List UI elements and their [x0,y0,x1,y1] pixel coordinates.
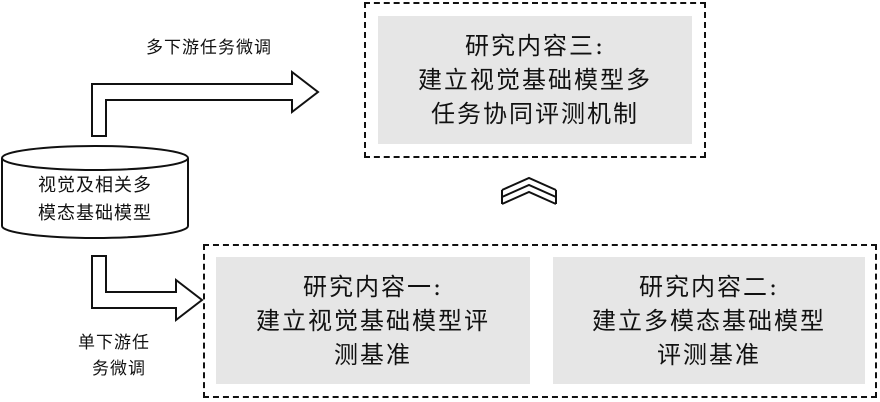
research1-title: 研究内容一: [302,272,444,301]
source-node-label: 视觉及相关多 模态基础模型 [0,172,190,228]
research3-box: 研究内容三: 建立视觉基础模型多 任务协同评测机制 [378,16,692,144]
research3-container [364,2,706,158]
bottom-arrow-label-line2: 务微调 [92,359,146,379]
research1-line2: 建立视觉基础模型评 [256,306,490,335]
source-node-line1: 视觉及相关多 [38,175,152,196]
research3-line2: 建立视觉基础模型多 [418,66,652,94]
source-node-line2: 模态基础模型 [38,203,152,224]
top-hollow-arrow [91,69,320,137]
research2-title: 研究内容二: [638,272,780,301]
bottom-hollow-arrow [91,255,204,323]
research3-line3: 任务协同评测机制 [431,100,639,128]
research3-title: 研究内容三: [464,32,606,60]
source-cylinder [1,145,189,239]
research2-box: 研究内容二: 建立多模态基础模型 评测基准 [553,257,865,384]
bottom-arrow-label: 单下游任 务微调 [78,330,150,382]
bottom-arrow-label-line1: 单下游任 [78,333,150,353]
research1-line3: 测基准 [334,340,412,369]
research1-2-container [203,244,877,398]
upward-chevron-icon [501,176,557,205]
research1-box: 研究内容一: 建立视觉基础模型评 测基准 [216,257,530,384]
research2-line3: 评测基准 [657,340,761,369]
top-arrow-label: 多下游任务微调 [146,38,272,58]
research2-line2: 建立多模态基础模型 [592,306,826,335]
